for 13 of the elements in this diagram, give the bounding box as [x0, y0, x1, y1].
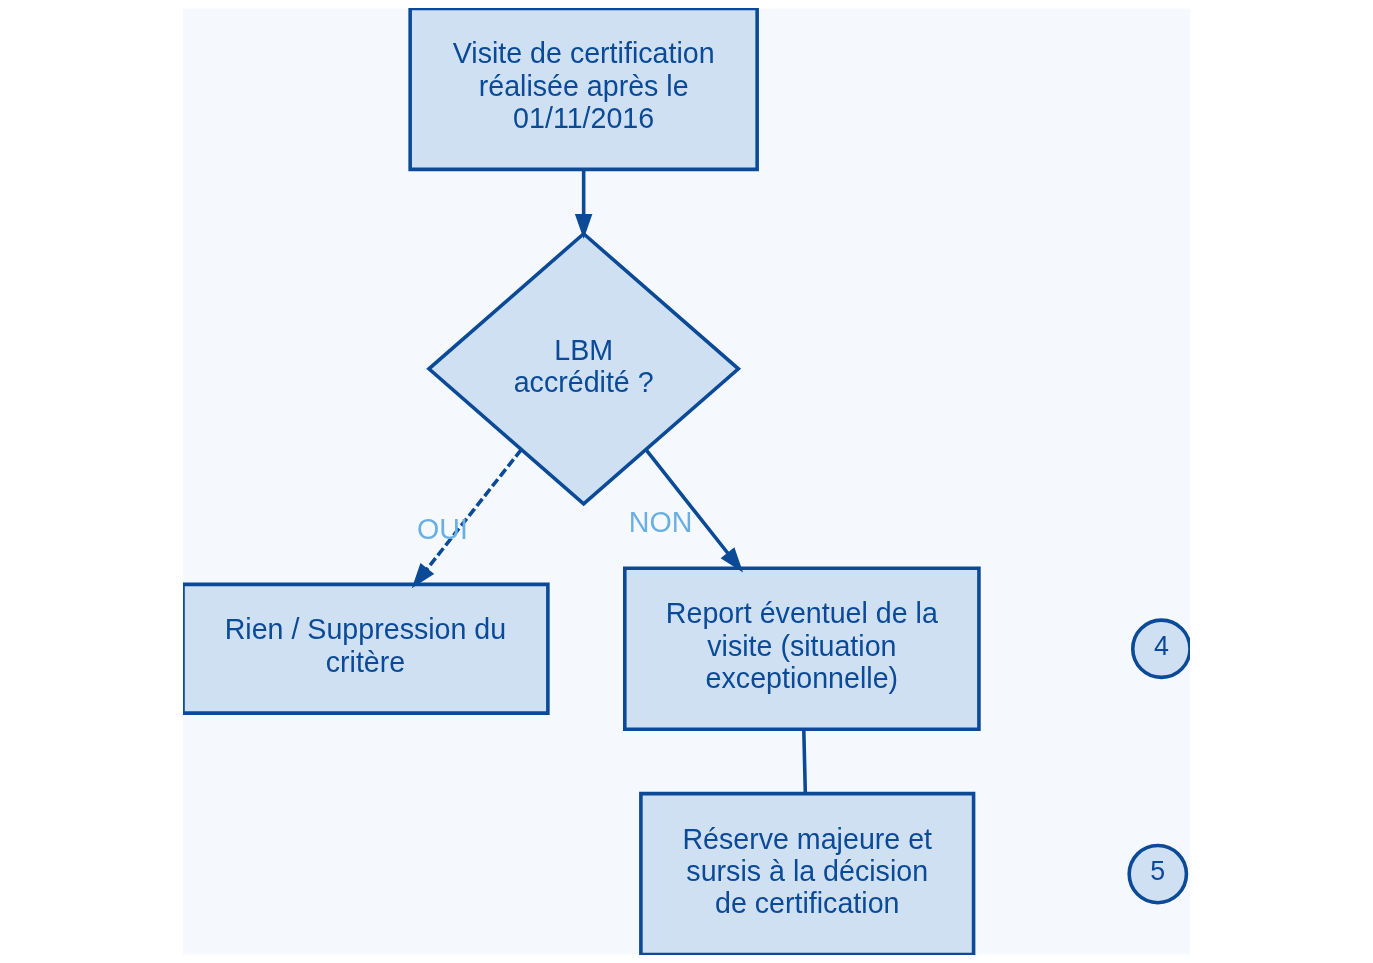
node-box: Visite de certification réalisée après le 01/11/2016: [408, 8, 759, 172]
node-box: Report éventuel de la visite (situation exceptionnelle): [623, 566, 981, 731]
edge-label: OUI: [417, 513, 468, 546]
arrow: [644, 448, 744, 573]
node-box: Rien / Suppression du critère: [183, 582, 550, 715]
node-circle: 4: [1130, 618, 1190, 680]
arrow: [411, 448, 523, 589]
node-box: Réserve majeure et sursis à la décision de certification: [639, 791, 976, 955]
node-diamond: LBM accrédité ?: [426, 231, 742, 507]
arrow: [574, 169, 593, 239]
connector: [802, 729, 808, 794]
node-circle: 5: [1127, 843, 1189, 905]
edge-label: NON: [628, 505, 693, 538]
